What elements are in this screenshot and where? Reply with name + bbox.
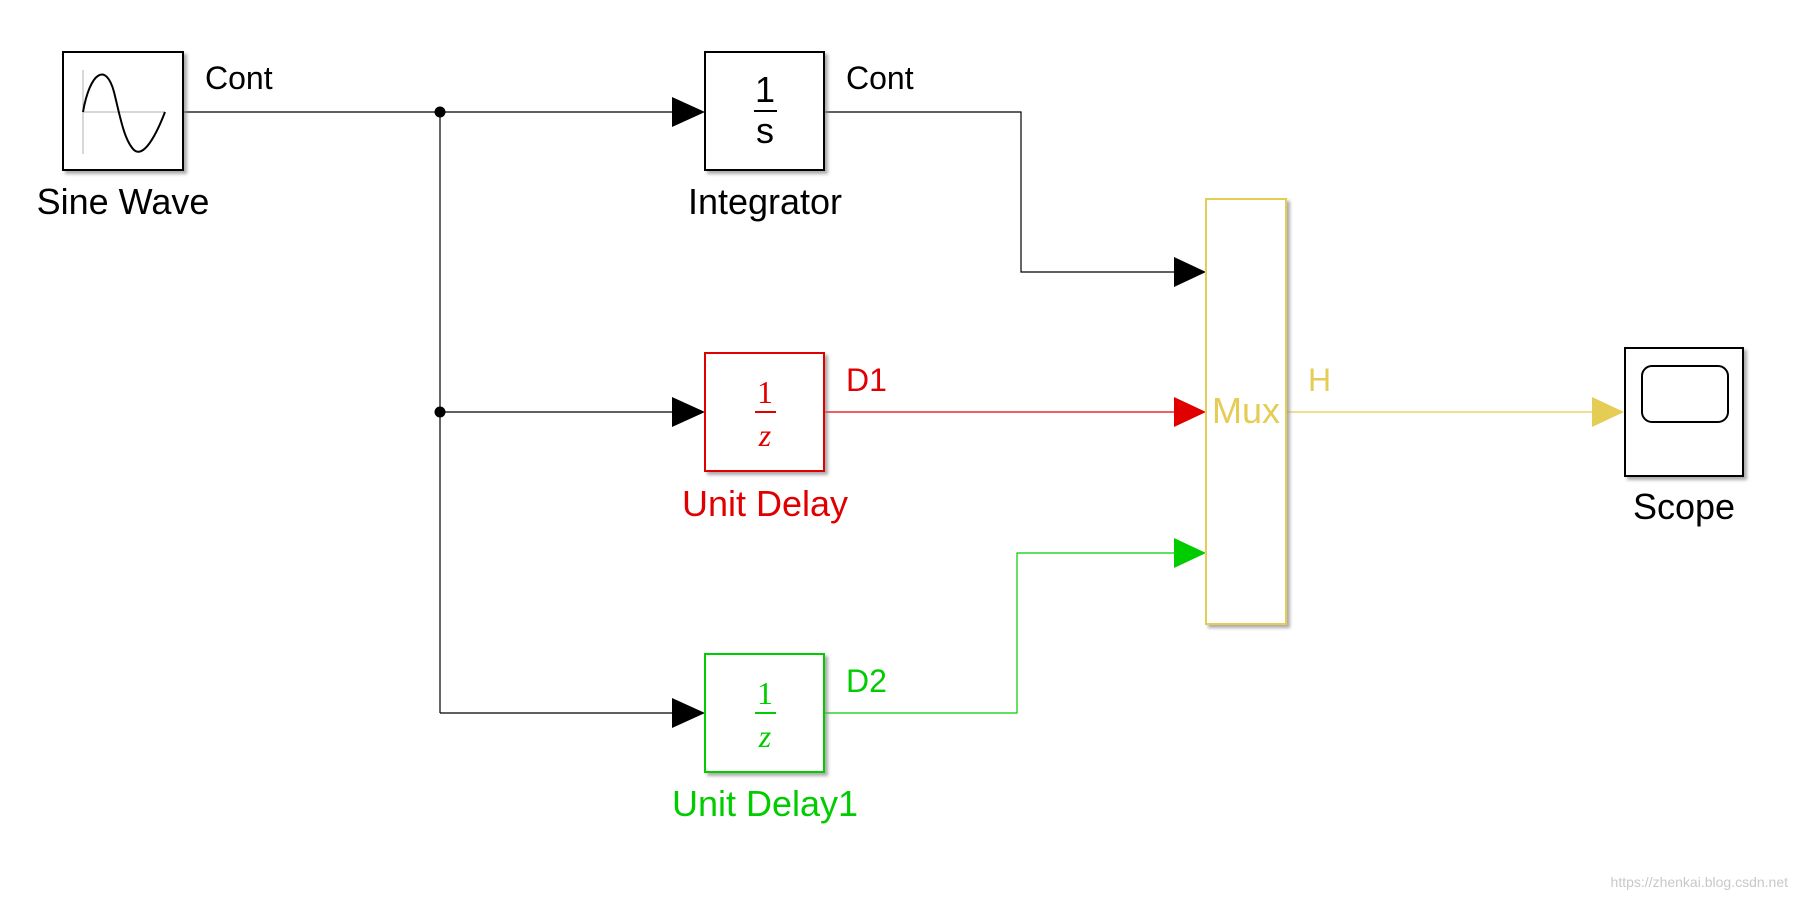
- arrow-unit-delay-input: [672, 397, 705, 427]
- integrator-label: Integrator: [688, 181, 842, 222]
- signal-lines: [183, 97, 1624, 728]
- unit-delay-numerator: 1: [757, 374, 773, 410]
- sine-wave-icon: [82, 70, 166, 154]
- mux-label: Mux: [1212, 390, 1280, 431]
- sine-wave-block-frame[interactable]: [62, 51, 184, 171]
- signal-label-mux-out: H: [1308, 362, 1331, 398]
- unit-delay-label: Unit Delay: [682, 483, 848, 524]
- line-unit-delay1-to-mux[interactable]: [824, 552, 1174, 714]
- signal-labels: Cont Cont D1 D2 H: [205, 60, 1331, 699]
- mux-block[interactable]: Mux: [1205, 198, 1287, 625]
- scope-label: Scope: [1633, 486, 1735, 527]
- arrow-unit-delay1-input: [672, 698, 705, 728]
- signal-label-sine-out: Cont: [205, 60, 273, 96]
- unit-delay1-denominator: z: [758, 718, 772, 754]
- unit-delay-denominator: z: [758, 417, 772, 453]
- scope-block[interactable]: Scope: [1624, 347, 1744, 527]
- branch-point-top: [434, 106, 446, 118]
- integrator-numerator: 1: [755, 69, 775, 110]
- sine-wave-block[interactable]: Sine Wave: [37, 51, 210, 222]
- line-integrator-to-mux[interactable]: [824, 111, 1174, 273]
- arrow-integrator-input: [672, 97, 705, 127]
- integrator-denominator: s: [756, 110, 774, 151]
- arrow-mux-input-1: [1174, 257, 1206, 287]
- sine-wave-label: Sine Wave: [37, 181, 210, 222]
- unit-delay1-label: Unit Delay1: [672, 783, 858, 824]
- signal-label-unit-delay-out: D1: [846, 362, 887, 398]
- arrow-mux-input-3: [1174, 538, 1206, 568]
- arrow-mux-input-2: [1174, 397, 1206, 427]
- watermark: https://zhenkai.blog.csdn.net: [1610, 874, 1788, 890]
- signal-label-integrator-out: Cont: [846, 60, 914, 96]
- unit-delay-block[interactable]: 1 z Unit Delay: [682, 352, 848, 524]
- unit-delay1-numerator: 1: [757, 675, 773, 711]
- integrator-block[interactable]: 1 s Integrator: [688, 51, 842, 222]
- mux-block-frame[interactable]: [1205, 198, 1287, 625]
- signal-label-unit-delay1-out: D2: [846, 663, 887, 699]
- scope-screen-icon: [1641, 365, 1729, 423]
- arrow-scope-input: [1592, 397, 1624, 427]
- unit-delay1-block[interactable]: 1 z Unit Delay1: [672, 653, 858, 824]
